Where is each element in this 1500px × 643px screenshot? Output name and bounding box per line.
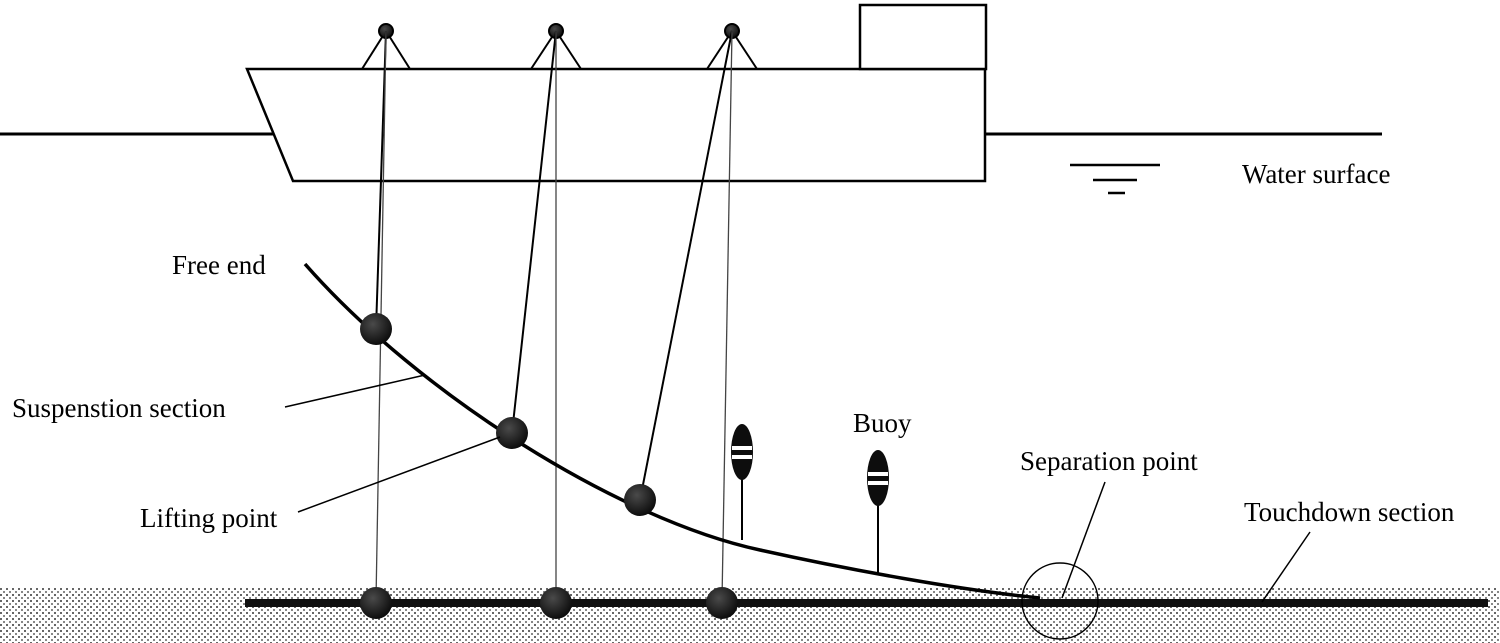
seabed-weight-1 — [360, 587, 392, 619]
leader-lifting-point — [297, 436, 501, 513]
pipeline-on-seabed — [245, 599, 1488, 607]
leader-separation-point — [1061, 481, 1106, 599]
leader-touchdown — [1261, 531, 1311, 603]
label-water-surface: Water surface — [1242, 159, 1390, 189]
label-lifting-point: Lifting point — [140, 503, 278, 533]
lifting-point-ball-3 — [624, 484, 656, 516]
seabed — [0, 588, 1500, 643]
label-suspension-section: Suspenstion section — [12, 393, 226, 423]
vessel-cabin — [858, 3, 988, 71]
lifting-cable-2 — [511, 30, 557, 434]
label-touchdown-section: Touchdown section — [1244, 497, 1455, 527]
leader-lines — [284, 374, 1311, 603]
buoy-1 — [731, 424, 753, 540]
crane-3 — [706, 23, 758, 70]
leader-suspension — [284, 374, 426, 408]
separation-point-circle — [1021, 562, 1099, 640]
lifting-cable-3 — [639, 30, 733, 501]
pipeline-suspension-curve — [303, 262, 1041, 600]
seabed-weight-3 — [706, 587, 738, 619]
label-free-end: Free end — [172, 250, 266, 280]
lifting-point-ball-2 — [496, 417, 528, 449]
water-surface-symbol — [1070, 163, 1160, 195]
lifting-cable-1 — [375, 30, 387, 330]
label-separation-point: Separation point — [1020, 446, 1198, 476]
label-buoy: Buoy — [853, 408, 912, 438]
seabed-weight-2 — [540, 587, 572, 619]
lifting-point-ball-1 — [360, 313, 392, 345]
buoy-2 — [867, 450, 889, 575]
lifting-cables — [375, 30, 733, 501]
vessel-hull — [245, 67, 987, 183]
